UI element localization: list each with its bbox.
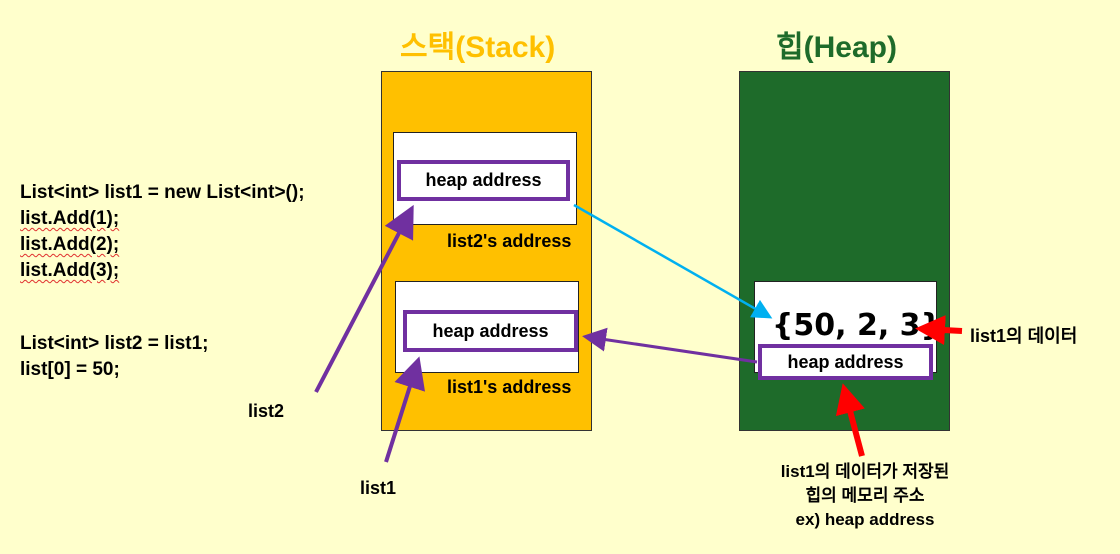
list1-pointer-arrow xyxy=(384,356,426,463)
note-line: ex) heap address xyxy=(795,510,935,529)
stack-to-heap-arrow xyxy=(573,203,773,319)
heap-data-value: {50, 2, 3} xyxy=(772,308,942,343)
code-line: list[0] = 50; xyxy=(20,359,120,380)
code-line: List<int> list1 = new List<int>(); xyxy=(20,182,305,203)
list2-pointer-arrow xyxy=(314,204,414,393)
heap-address-red-arrow xyxy=(835,383,865,457)
heap-to-stack-arrow xyxy=(582,327,758,364)
heap-address-note: list1의 데이터가 저장된 힙의 메모리 주소 ex) heap addre… xyxy=(740,460,990,532)
heap-data-red-arrow xyxy=(915,315,963,346)
code-line: list.Add(2); xyxy=(20,234,120,255)
list2-address-label: list2's address xyxy=(447,231,572,251)
heap-title: 힙(Heap) xyxy=(776,31,897,64)
code-line: list.Add(1); xyxy=(20,208,120,229)
code-block-1: List<int> list1 = new List<int>(); list.… xyxy=(20,180,305,284)
heap-data-annotation: list1의 데이터 xyxy=(970,326,1078,346)
heap-address-box: heap address xyxy=(758,344,933,380)
note-line: list1의 데이터가 저장된 xyxy=(780,462,950,481)
code-block-2: List<int> list2 = list1; list[0] = 50; xyxy=(20,331,208,383)
pointer-text: heap address xyxy=(425,170,542,190)
note-line: 힙의 메모리 주소 xyxy=(805,486,925,505)
code-line: List<int> list2 = list1; xyxy=(20,333,209,354)
code-line: list.Add(3); xyxy=(20,260,120,281)
pointer-text: heap address xyxy=(432,320,549,341)
list2-label: list2 xyxy=(248,401,285,421)
stack-pointer-box-list1: heap address xyxy=(403,310,578,352)
stack-pointer-box-list2: heap address xyxy=(397,160,570,201)
list1-address-label: list1's address xyxy=(447,377,572,397)
stack-title: 스택(Stack) xyxy=(400,31,556,64)
heap-address-text: heap address xyxy=(787,351,904,372)
list1-label: list1 xyxy=(360,478,397,498)
